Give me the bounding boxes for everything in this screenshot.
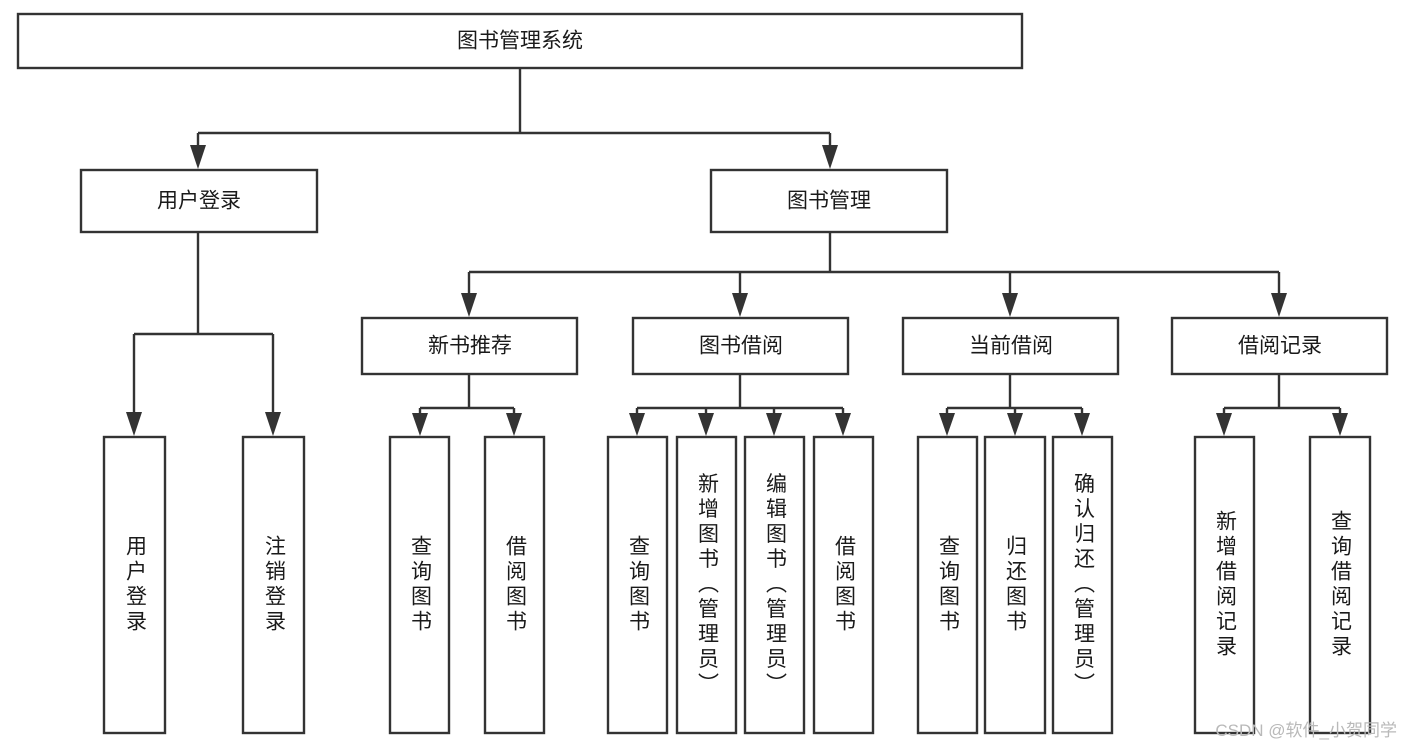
node-leaf-add-book-admin-label: 新增图书（管理员） [696,473,720,698]
node-current-borrow-label: 当前借阅 [969,335,1053,358]
arrow-head-new-book-rec [461,293,477,317]
node-new-book-recommend[interactable]: 新书推荐 [360,316,579,376]
node-new-book-recommend-box[interactable] [360,316,579,376]
node-leaf-borrow-book-1-label: 借阅图书 [504,535,528,635]
arrow-head-leaf-add-record [1216,413,1232,436]
arrow-head-book-mgmt [822,145,838,169]
node-leaf-add-borrow-record-box[interactable] [1193,435,1256,735]
node-leaf-add-borrow-record[interactable]: 新增借阅记录 [1193,435,1256,735]
node-book-management-box[interactable] [709,168,949,234]
node-leaf-query-book-1[interactable]: 查询图书 [388,435,451,735]
node-leaf-confirm-return-admin[interactable]: 确认归还（管理员） [1051,435,1114,735]
node-leaf-return-book-label: 归还图书 [1004,535,1028,635]
node-leaf-query-book-3-box[interactable] [916,435,979,735]
node-leaf-user-login-box[interactable] [102,435,167,735]
node-leaf-edit-book-admin[interactable]: 编辑图书（管理员） [743,435,806,735]
arrow-head-leaf-return-book [1007,413,1023,436]
arrow-head-leaf-query-book-3 [939,413,955,436]
node-book-borrow-box[interactable] [631,316,850,376]
arrow-head-borrow-record [1271,293,1287,317]
node-leaf-user-login[interactable]: 用户登录 [102,435,167,735]
arrow-head-leaf-borrow-book-2 [835,413,851,436]
node-leaf-query-book-2-box[interactable] [606,435,669,735]
node-leaf-query-book-3-label: 查询图书 [937,535,961,635]
arrow-head-book-borrow [732,293,748,317]
arrow-head-leaf-query-book-2 [629,413,645,436]
node-leaf-return-book-box[interactable] [983,435,1047,735]
arrow-head-leaf-user-login [126,412,142,436]
node-leaf-query-borrow-record-label: 查询借阅记录 [1329,510,1353,660]
node-leaf-query-book-3[interactable]: 查询图书 [916,435,979,735]
node-leaf-return-book[interactable]: 归还图书 [983,435,1047,735]
node-book-borrow-label: 图书借阅 [699,335,783,358]
node-leaf-edit-book-admin-box[interactable] [743,435,806,735]
node-leaf-query-book-2-label: 查询图书 [627,535,651,635]
node-current-borrow-box[interactable] [901,316,1120,376]
node-leaf-logout-label: 注销登录 [263,535,287,635]
node-book-borrow[interactable]: 图书借阅 [631,316,850,376]
node-user-login-box[interactable] [79,168,319,234]
node-leaf-query-borrow-record-box[interactable] [1308,435,1372,735]
arrow-head-leaf-confirm-return [1074,413,1090,436]
node-borrow-record-box[interactable] [1170,316,1389,376]
node-leaf-borrow-book-2-label: 借阅图书 [833,535,857,635]
arrow-head-user-login [190,145,206,169]
node-root[interactable]: 图书管理系统 [16,12,1024,70]
node-leaf-borrow-book-1[interactable]: 借阅图书 [483,435,546,735]
node-leaf-borrow-book-2[interactable]: 借阅图书 [812,435,875,735]
node-borrow-record[interactable]: 借阅记录 [1170,316,1389,376]
arrow-head-leaf-query-book-1 [412,413,428,436]
node-leaf-edit-book-admin-label: 编辑图书（管理员） [764,473,788,698]
node-root-box[interactable] [16,12,1024,70]
node-leaf-add-book-admin[interactable]: 新增图书（管理员） [675,435,738,735]
node-leaf-query-book-2[interactable]: 查询图书 [606,435,669,735]
node-new-book-recommend-label: 新书推荐 [428,335,512,358]
node-leaf-query-borrow-record[interactable]: 查询借阅记录 [1308,435,1372,735]
node-leaf-borrow-book-1-box[interactable] [483,435,546,735]
node-leaf-borrow-book-2-box[interactable] [812,435,875,735]
arrow-head-leaf-query-record [1332,413,1348,436]
node-root-label: 图书管理系统 [457,30,583,53]
node-leaf-query-book-1-box[interactable] [388,435,451,735]
node-book-management-label: 图书管理 [787,190,871,213]
node-book-management[interactable]: 图书管理 [709,168,949,234]
node-current-borrow[interactable]: 当前借阅 [901,316,1120,376]
node-leaf-confirm-return-admin-box[interactable] [1051,435,1114,735]
arrow-head-current-borrow [1002,293,1018,317]
arrow-head-leaf-borrow-book-1 [506,413,522,436]
connector-group [126,68,1348,436]
arrow-head-leaf-edit-book [766,413,782,436]
node-borrow-record-label: 借阅记录 [1238,335,1322,358]
node-leaf-add-book-admin-box[interactable] [675,435,738,735]
arrow-head-leaf-logout [265,412,281,436]
arrow-head-leaf-add-book [698,413,714,436]
node-leaf-confirm-return-admin-label: 确认归还（管理员） [1072,473,1096,698]
node-leaf-logout-box[interactable] [241,435,306,735]
node-leaf-user-login-label: 用户登录 [124,535,148,635]
node-user-login[interactable]: 用户登录 [79,168,319,234]
node-leaf-add-borrow-record-label: 新增借阅记录 [1214,510,1238,660]
node-leaf-logout[interactable]: 注销登录 [241,435,306,735]
node-user-login-label: 用户登录 [157,190,241,213]
node-leaf-query-book-1-label: 查询图书 [409,535,433,635]
